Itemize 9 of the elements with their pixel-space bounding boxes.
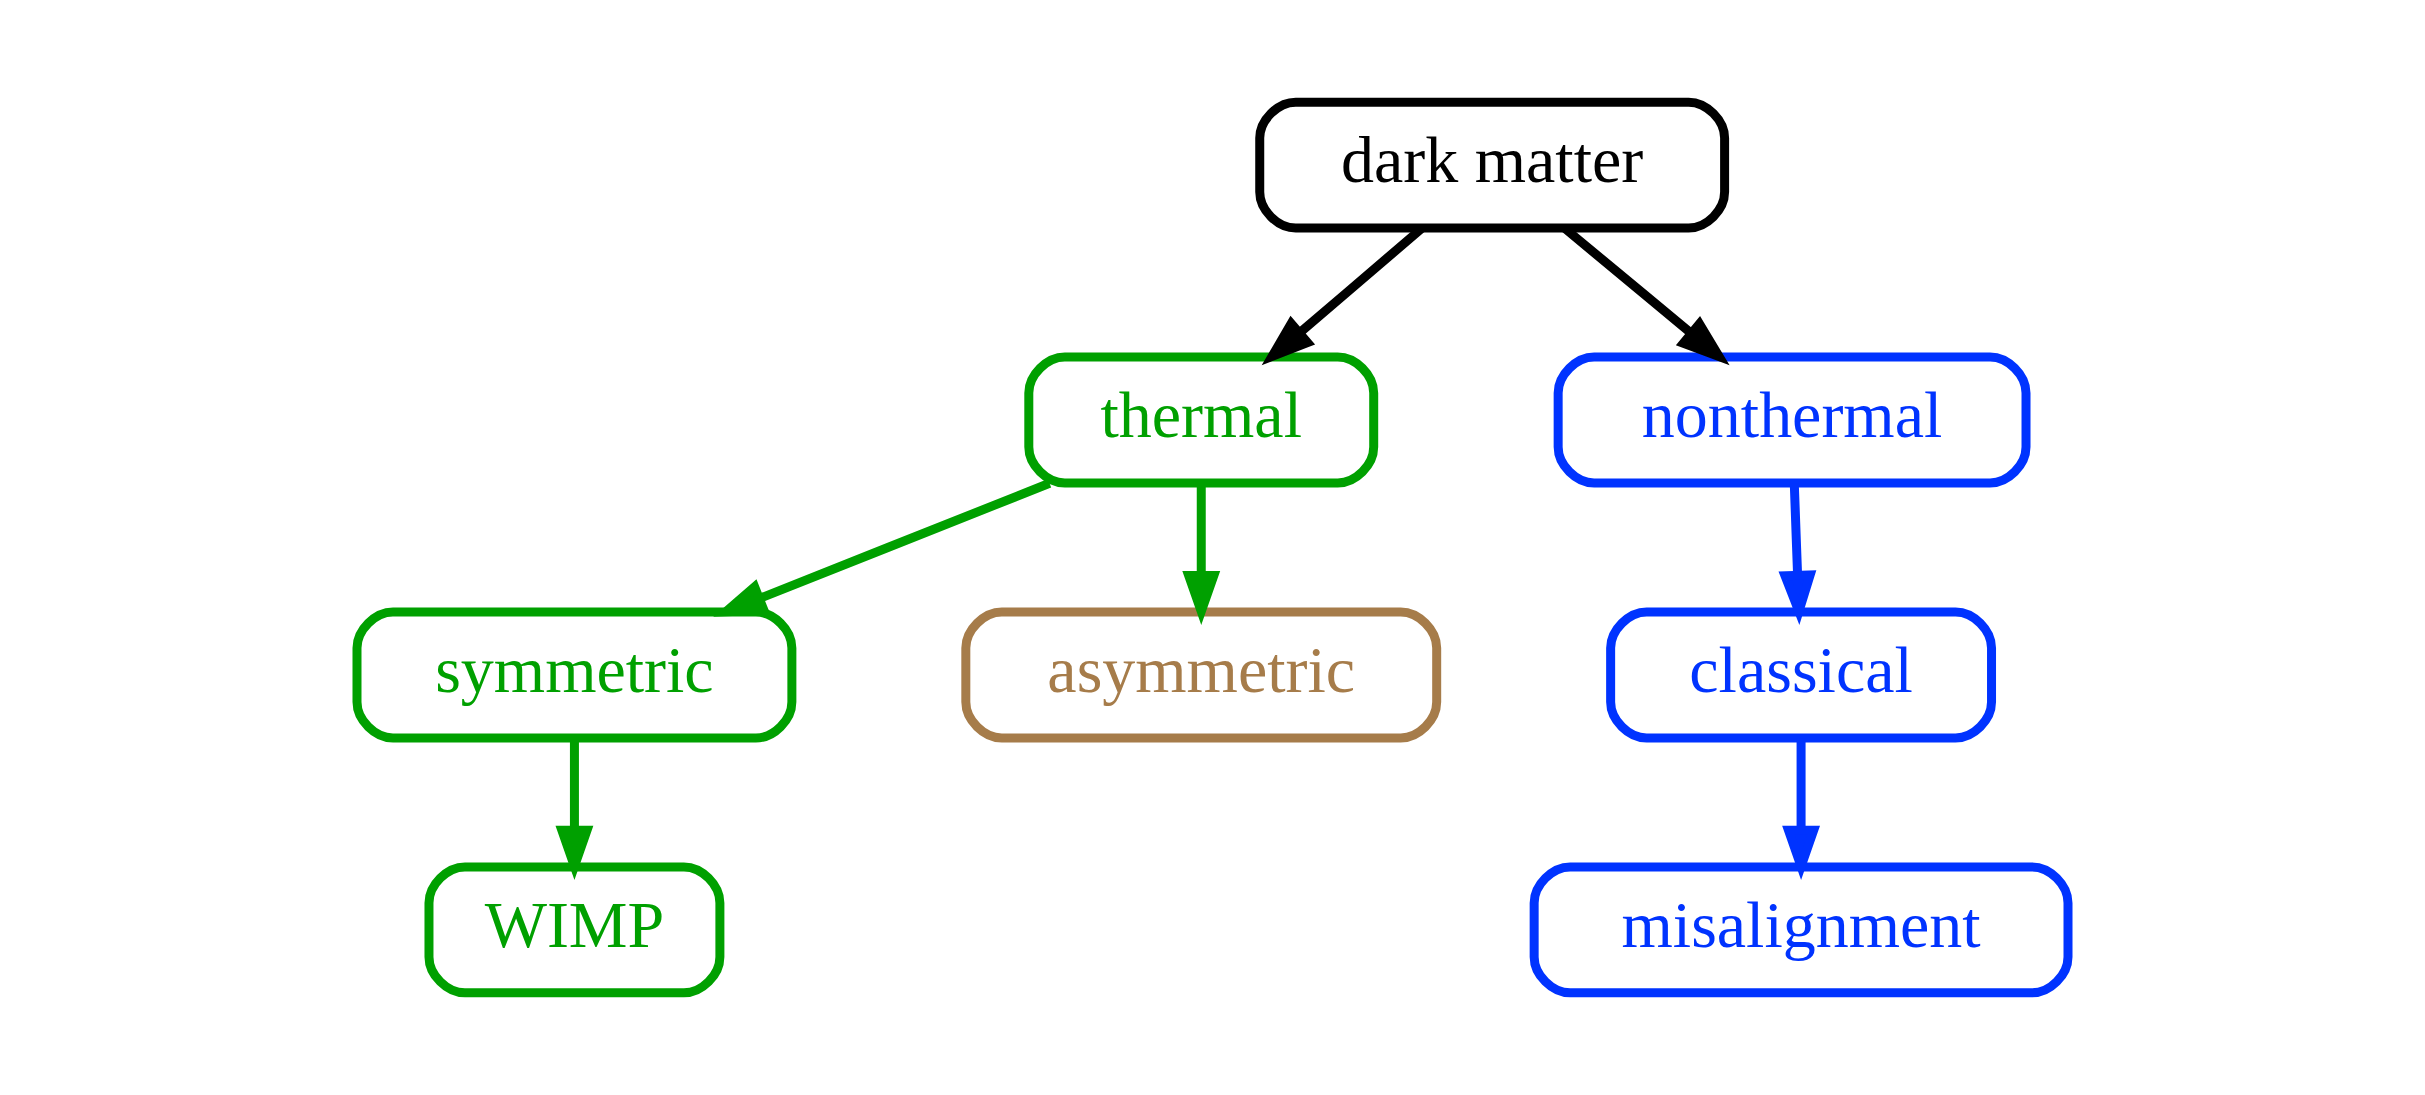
node-box: thermal bbox=[1024, 352, 1379, 488]
node-box: nonthermal bbox=[1553, 352, 2031, 488]
node-box: asymmetric bbox=[961, 607, 1442, 743]
arrow bbox=[713, 479, 1052, 617]
node-box: misalignment bbox=[1529, 862, 2073, 998]
node-box: symmetric bbox=[352, 607, 797, 743]
node-box: dark matter bbox=[1255, 97, 1730, 233]
node-box: WIMP bbox=[424, 862, 725, 998]
node-box: classical bbox=[1606, 607, 1997, 743]
